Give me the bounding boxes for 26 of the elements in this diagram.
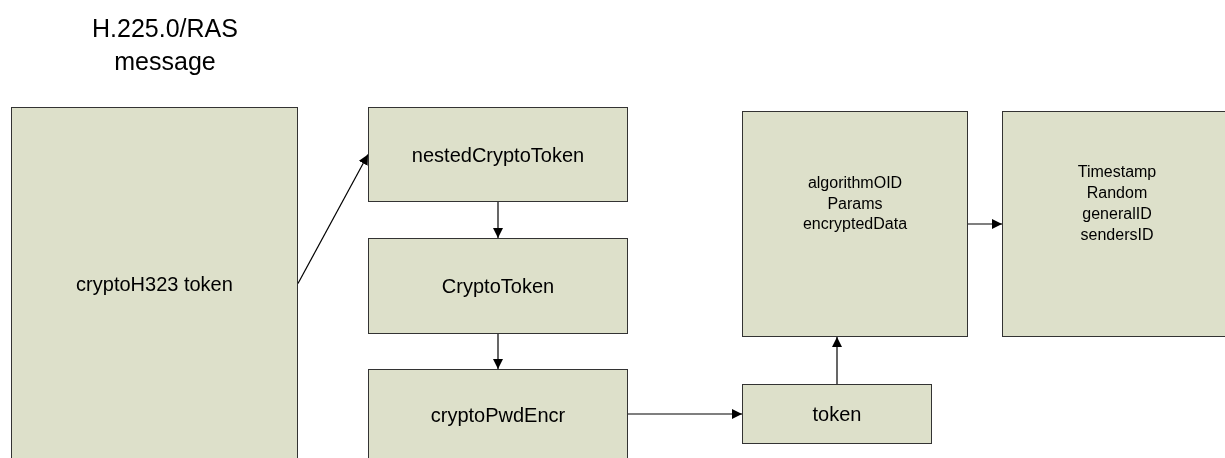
process-box <box>742 111 968 337</box>
arrow <box>627 409 743 419</box>
arrow <box>297 153 369 285</box>
node-label: cryptoH323 token <box>76 271 233 297</box>
arrow <box>493 333 503 370</box>
process-box <box>1002 111 1225 337</box>
arrow <box>967 219 1003 229</box>
node-label: algorithmOID <box>807 172 903 193</box>
process-box <box>742 384 932 444</box>
process-box <box>368 107 628 202</box>
node-label: token <box>812 402 862 427</box>
node-label: nestedCryptoToken <box>411 142 585 168</box>
node-label: encryptedData <box>802 214 908 235</box>
arrow <box>832 336 842 385</box>
node-label: sendersID <box>1080 224 1154 245</box>
process-box <box>368 238 628 334</box>
process-box <box>11 107 298 458</box>
process-box <box>368 369 628 458</box>
arrow <box>493 201 503 239</box>
diagram-title: H.225.0/RAS message <box>91 13 239 77</box>
node-label: cryptoPwdEncr <box>430 402 566 428</box>
node-label: Timestamp <box>1077 162 1157 183</box>
node-label: CryptoToken <box>441 274 555 299</box>
node-label: Params <box>827 193 883 214</box>
node-label: generalID <box>1082 204 1152 224</box>
node-label: Random <box>1086 183 1148 204</box>
